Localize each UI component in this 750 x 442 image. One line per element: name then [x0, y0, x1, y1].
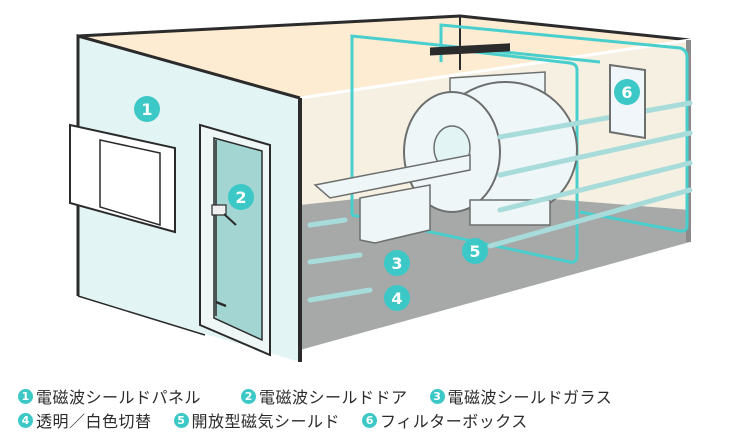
shield-door [199, 123, 271, 357]
svg-text:6: 6 [621, 83, 632, 102]
legend-row: 1 電磁波シールドパネル 2 電磁波シールドドア 3 電磁波シールドガラス [18, 384, 738, 408]
legend-label: 透明／白色切替 [36, 412, 152, 431]
callout-4: 4 [384, 285, 410, 311]
legend-label: 電磁波シールドパネル [36, 388, 202, 407]
pass-box [69, 123, 176, 234]
number-badge-icon: 5 [173, 412, 189, 428]
legend-item-3: 3 電磁波シールドガラス [429, 384, 613, 408]
svg-text:4: 4 [391, 289, 402, 308]
mri-machine [313, 43, 578, 244]
glass-stripes [307, 100, 693, 303]
legend-row: 4 透明／白色切替 5 開放型磁気シールド 6 フィルターボックス [18, 408, 738, 432]
svg-text:2: 2 [235, 188, 246, 207]
number-badge-icon: 1 [18, 388, 33, 404]
legend-item-6: 6 フィルターボックス [362, 408, 528, 432]
shield-room-illustration: 1 2 3 4 5 6 [69, 14, 693, 362]
legend-label: 開放型磁気シールド [191, 412, 341, 431]
number-badge-icon: 3 [429, 388, 445, 404]
magnetic-shield-frames [350, 23, 689, 264]
legend-item-5: 5 開放型磁気シールド [173, 408, 341, 432]
number-badge-icon: 2 [241, 388, 257, 404]
legend-label: 電磁波シールドガラス [447, 388, 613, 407]
svg-text:3: 3 [391, 254, 402, 273]
callout-3: 3 [384, 250, 410, 276]
callout-5: 5 [462, 238, 488, 264]
callout-2: 2 [228, 184, 254, 210]
number-badge-icon: 6 [362, 412, 378, 428]
callout-1: 1 [134, 96, 160, 122]
number-badge-icon: 4 [18, 412, 33, 428]
svg-text:5: 5 [469, 242, 480, 261]
legend: 1 電磁波シールドパネル 2 電磁波シールドドア 3 電磁波シールドガラス 4 … [18, 384, 738, 432]
legend-label: 電磁波シールドドア [259, 388, 408, 407]
legend-item-4: 4 透明／白色切替 [18, 408, 152, 432]
svg-text:1: 1 [141, 100, 152, 119]
legend-label: フィルターボックス [380, 412, 528, 431]
callout-6: 6 [614, 79, 640, 105]
legend-item-2: 2 電磁波シールドドア [241, 384, 408, 408]
legend-item-1: 1 電磁波シールドパネル [18, 384, 201, 408]
